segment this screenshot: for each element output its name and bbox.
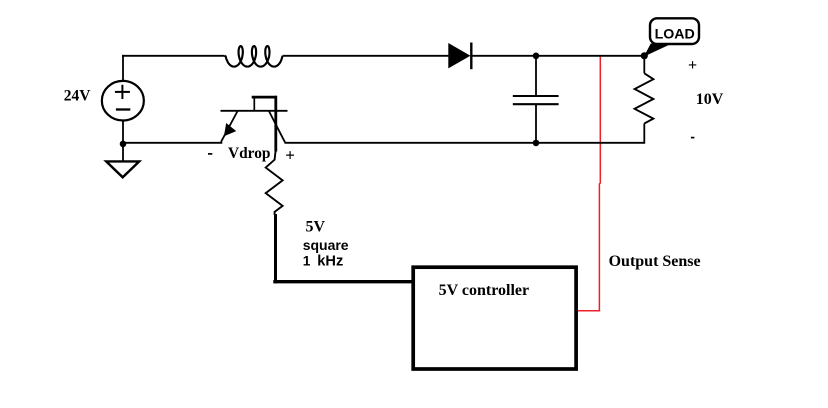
svg-text:5V controller: 5V controller bbox=[439, 282, 529, 299]
svg-text:1: 1 bbox=[303, 254, 311, 269]
svg-text:LOAD: LOAD bbox=[655, 27, 695, 43]
svg-text:Output Sense: Output Sense bbox=[609, 253, 701, 270]
svg-text:Vdrop: Vdrop bbox=[228, 145, 270, 162]
svg-text:24V: 24V bbox=[64, 88, 92, 105]
svg-text:10V: 10V bbox=[696, 91, 724, 108]
svg-text:+: + bbox=[688, 57, 697, 74]
svg-text:5V: 5V bbox=[306, 219, 326, 236]
svg-text:kHz: kHz bbox=[317, 254, 343, 270]
svg-text:+: + bbox=[285, 146, 295, 165]
svg-text:square: square bbox=[303, 237, 349, 253]
